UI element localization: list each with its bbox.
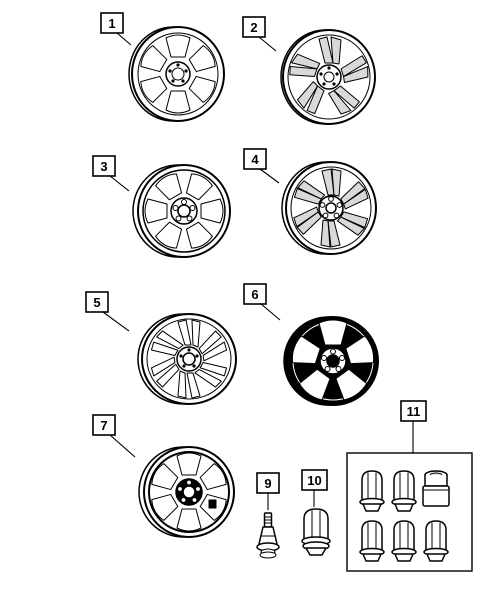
callout-4-label: 4 <box>251 152 259 167</box>
callout-4-box <box>243 148 267 170</box>
callout-5-label: 5 <box>93 295 100 310</box>
callout-6-box <box>243 283 267 305</box>
callout-1-leader <box>116 32 132 46</box>
wheel-4-alloy-wheel: 4 <box>243 148 377 255</box>
wheel-6-steel-wheel: 6 <box>243 283 379 406</box>
callout-3-leader <box>109 175 130 192</box>
callout-7-box <box>92 414 116 436</box>
wheel-5-alloy-wheel: 5 <box>85 291 237 405</box>
wheel-1-steel-wheel: 1 <box>100 12 225 122</box>
wheel-7-alloy-wheel: 7 <box>92 414 235 538</box>
wheel-2-alloy-wheel: 2 <box>242 16 376 125</box>
callout-11-label: 11 <box>407 404 421 419</box>
callout-1-box <box>100 12 124 34</box>
callout-3-label: 3 <box>100 159 107 174</box>
callout-6-label: 6 <box>251 287 258 302</box>
callout-2-leader <box>258 36 277 52</box>
lock-nut-1 <box>359 470 385 512</box>
lock-nut-5 <box>423 520 449 562</box>
callout-6-leader <box>260 303 281 321</box>
part-11-wheel-lock-kit: 11 <box>346 400 473 572</box>
part-9-valve-stem: 9 <box>256 472 280 559</box>
wheel-3-alloy-wheel: 3 <box>92 155 231 258</box>
callout-2-box <box>242 16 266 38</box>
callout-10-label: 10 <box>307 473 321 488</box>
lock-nut-2 <box>391 470 417 512</box>
callout-3-box <box>92 155 116 177</box>
lock-nut-3 <box>359 520 385 562</box>
part-10-lug-nut: 10 <box>301 469 331 556</box>
callout-1-label: 1 <box>108 16 115 31</box>
callout-5-leader <box>102 311 130 332</box>
callout-5-box <box>85 291 109 313</box>
lock-key <box>422 470 450 507</box>
callout-7-leader <box>109 434 136 458</box>
callout-4-leader <box>259 168 280 184</box>
lock-kit-frame <box>346 452 473 572</box>
callout-7-label: 7 <box>100 418 107 433</box>
lock-nut-4 <box>391 520 417 562</box>
callout-9-label: 9 <box>264 476 271 491</box>
callout-2-label: 2 <box>250 20 257 35</box>
